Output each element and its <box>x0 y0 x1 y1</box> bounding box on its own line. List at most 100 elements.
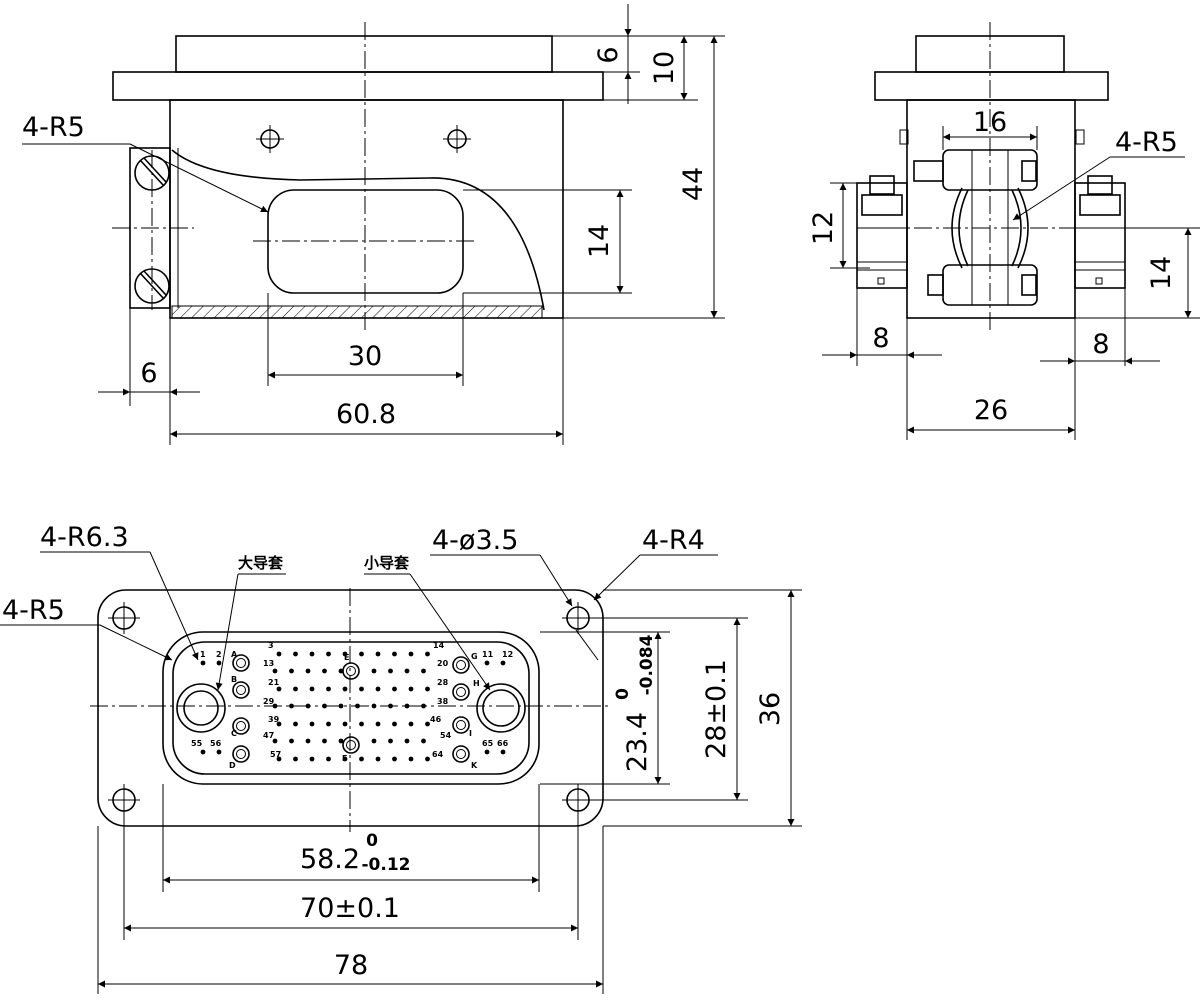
plan-dim-hole-spacing-y: 23.4 <box>622 712 653 772</box>
pin-label: 12 <box>502 650 513 659</box>
signal-pin <box>371 703 377 709</box>
plan-dim-hole-spacing-x: 70±0.1 <box>300 893 400 924</box>
signal-pin <box>421 738 426 744</box>
signal-pin <box>216 749 222 755</box>
pin-label: I <box>469 729 472 738</box>
plan-dim-insert-width: 58.2 <box>300 844 360 875</box>
plan-label-hole-dia: 4-ø3.5 <box>432 525 518 556</box>
plan-label-outer-radius: 4-R6.3 <box>40 522 129 553</box>
signal-pin <box>293 721 298 727</box>
plan-dim-hole-spacing-y-tol-lower: -0.084 <box>637 634 657 695</box>
pin-label: 64 <box>432 750 444 759</box>
signal-pin <box>359 686 364 692</box>
signal-pin <box>322 738 327 744</box>
cable-curve <box>171 149 545 311</box>
cable-clamp <box>899 129 1085 306</box>
pin-label: 2 <box>216 650 222 659</box>
signal-pin <box>305 738 311 744</box>
signal-pin <box>404 668 410 674</box>
pin-label: 29 <box>263 697 275 706</box>
pin-label: A <box>231 650 238 659</box>
signal-pin <box>293 686 298 692</box>
dim-flange-thickness: 6 <box>593 46 624 63</box>
side-view: 16 4-R5 12 14 8 8 26 <box>808 22 1200 440</box>
signal-pin <box>276 721 282 727</box>
label-corner-radius: 4-R5 <box>22 112 85 143</box>
signal-pin <box>408 686 414 692</box>
dim-left-offset: 6 <box>140 358 157 389</box>
signal-pin <box>326 651 331 657</box>
signal-pin <box>404 738 410 744</box>
pin-label: 54 <box>440 731 452 740</box>
signal-pin <box>338 738 344 744</box>
signal-pin <box>375 686 381 692</box>
signal-pin <box>276 756 282 762</box>
pin-label: 47 <box>263 731 274 740</box>
plan-insert-outer <box>162 631 540 785</box>
signal-pin <box>200 749 206 755</box>
plan-dim-insert-width-tol-upper: 0 <box>366 831 378 851</box>
side-dim-body-width: 26 <box>974 395 1008 426</box>
signal-pin <box>342 651 348 657</box>
power-contacts <box>232 654 470 763</box>
signal-pin <box>216 660 222 666</box>
side-label-corner-radius: 4-R5 <box>1115 127 1178 158</box>
signal-pin <box>500 749 506 755</box>
right-ear <box>1074 175 1126 289</box>
pin-label: 1 <box>200 650 206 659</box>
signal-pin <box>408 651 414 657</box>
signal-pin <box>425 756 430 762</box>
signal-pin <box>200 660 206 666</box>
pin-label: F <box>342 754 347 763</box>
pin-label: 65 <box>482 739 494 748</box>
signal-pin <box>309 651 315 657</box>
left-ear <box>856 175 908 289</box>
signal-pin <box>338 668 344 674</box>
dim-overall-height: 44 <box>678 167 709 201</box>
signal-pin <box>305 668 311 674</box>
signal-pin <box>392 721 397 727</box>
plan-dim-hole-spacing-y-tol-upper: 0 <box>613 688 633 700</box>
plan-label-flange-radius: 4-R4 <box>642 525 705 556</box>
pin-label: 57 <box>270 750 281 759</box>
signal-pin <box>309 721 315 727</box>
signal-pin <box>305 703 311 709</box>
signal-pin <box>272 668 278 674</box>
mounting-flange <box>112 71 604 101</box>
signal-pin <box>375 721 381 727</box>
dim-body-width: 60.8 <box>336 399 396 430</box>
large-guide-sleeve <box>176 683 226 733</box>
front-view: 6 10 44 14 30 6 60.8 4-R5 <box>22 4 725 445</box>
signal-pin <box>500 660 506 666</box>
pin-label: 38 <box>437 697 449 706</box>
pin-label: 13 <box>263 659 274 668</box>
signal-pin <box>484 660 490 666</box>
pin-label: 66 <box>497 739 509 748</box>
plan-dim-inner-height: 28±0.1 <box>701 659 732 759</box>
signal-pin <box>326 756 331 762</box>
signal-pin <box>359 756 364 762</box>
signal-pin <box>289 668 294 674</box>
plan-label-large-guide: 大导套 <box>238 554 284 572</box>
pin-label: 3 <box>268 641 274 650</box>
dim-window-width: 30 <box>348 341 382 372</box>
pin-label: 46 <box>430 715 442 724</box>
top-cap <box>175 35 553 73</box>
signal-pin <box>371 668 377 674</box>
pin-label: 20 <box>437 659 449 668</box>
pin-label: 28 <box>437 678 449 687</box>
signal-pin <box>408 721 414 727</box>
signal-pin <box>272 703 278 709</box>
signal-pin <box>309 686 315 692</box>
pin-label: C <box>231 729 237 738</box>
signal-pin <box>388 703 393 709</box>
signal-pin <box>425 686 430 692</box>
signal-pin <box>293 756 298 762</box>
side-dim-clamp-width: 16 <box>973 107 1007 138</box>
side-dim-right-ear: 8 <box>1092 329 1109 360</box>
pin-label: D <box>229 761 236 770</box>
signal-pin <box>289 703 294 709</box>
signal-pin <box>421 703 426 709</box>
signal-pin <box>342 721 348 727</box>
